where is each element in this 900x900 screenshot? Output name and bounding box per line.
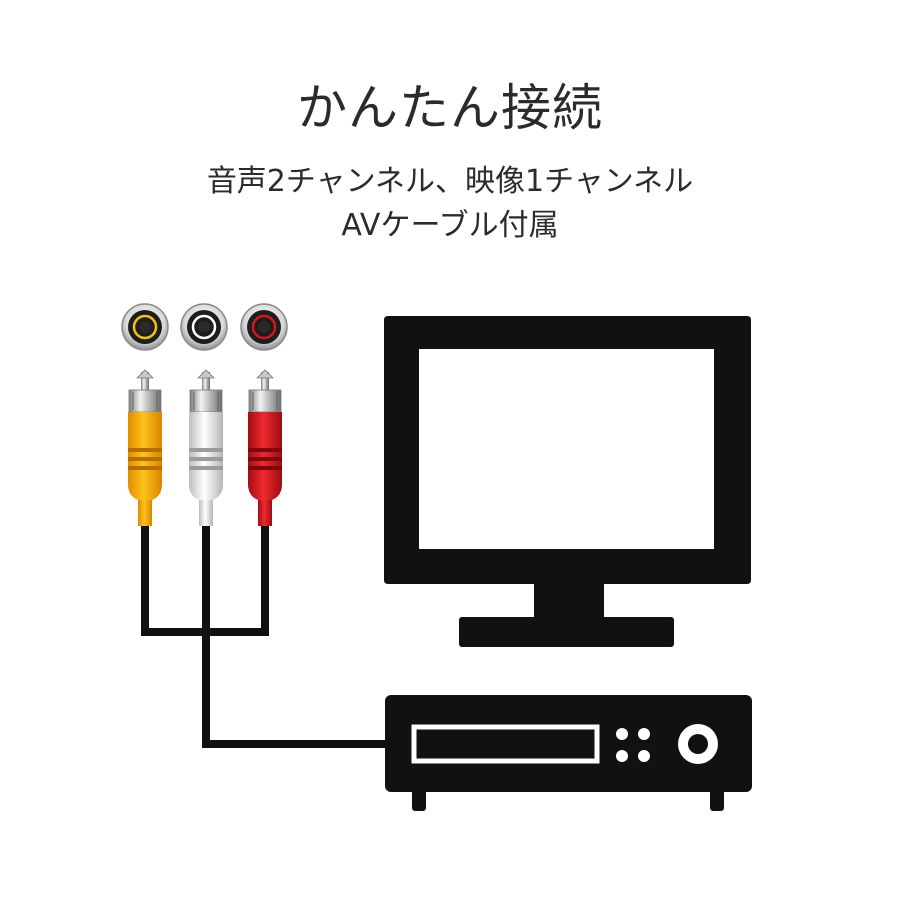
page-subtitle: 音声2チャンネル、映像1チャンネル AVケーブル付属	[0, 160, 900, 248]
page-title: かんたん接続	[297, 79, 603, 137]
rca-plug-red	[248, 369, 282, 538]
rca-plug-yellow	[128, 369, 162, 538]
player-device-icon	[385, 695, 752, 811]
subtitle-line-2: AVケーブル付属	[341, 208, 559, 243]
subtitle-line-1: 音声2チャンネル、映像1チャンネル	[206, 164, 694, 199]
rca-jack-white	[180, 303, 228, 351]
rca-jack-red	[240, 303, 288, 351]
tv-monitor-icon	[384, 316, 751, 647]
av-cable	[141, 536, 390, 748]
rca-jack-yellow	[121, 303, 169, 351]
rca-plug-white	[189, 369, 223, 538]
